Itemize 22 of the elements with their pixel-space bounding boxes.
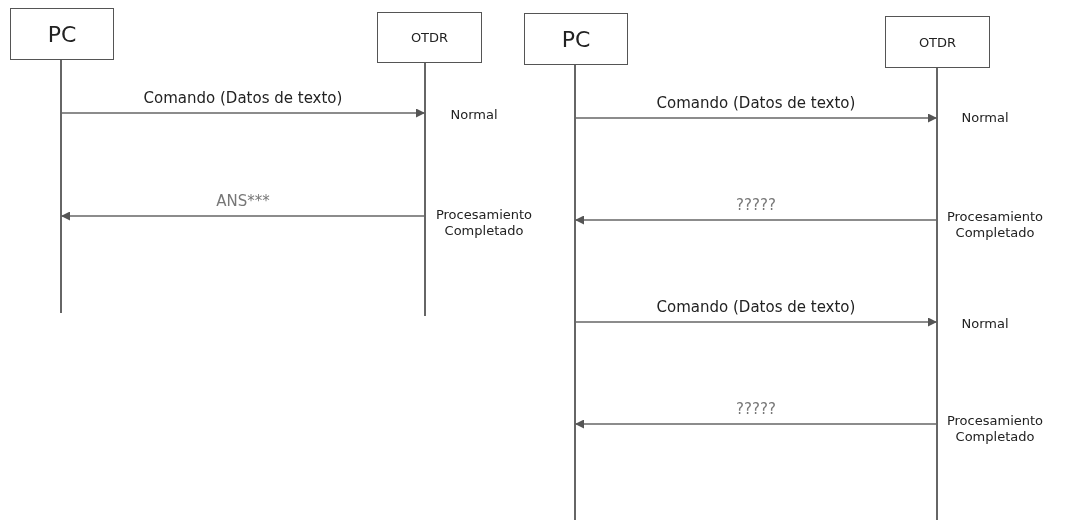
message-label: ????? <box>736 196 776 214</box>
message-arrow <box>574 317 938 327</box>
message-arrow <box>574 113 938 123</box>
message-arrow <box>60 211 426 221</box>
message-arrow <box>574 215 938 225</box>
participant-box: OTDR <box>885 16 990 68</box>
state-note: Procesamiento Completado <box>945 209 1045 241</box>
participant-box: OTDR <box>377 12 482 63</box>
state-note: Normal <box>449 107 499 123</box>
message-label: ANS*** <box>216 192 270 210</box>
message-label: Comando (Datos de texto) <box>656 94 856 112</box>
state-note: Procesamiento Completado <box>434 207 534 239</box>
participant-box: PC <box>524 13 628 65</box>
state-note: Normal <box>960 110 1010 126</box>
state-note: Procesamiento Completado <box>945 413 1045 445</box>
message-label: ????? <box>736 400 776 418</box>
message-label: Comando (Datos de texto) <box>656 298 856 316</box>
participant-box: PC <box>10 8 114 60</box>
message-arrow <box>60 108 426 118</box>
message-label: Comando (Datos de texto) <box>143 89 343 107</box>
state-note: Normal <box>960 316 1010 332</box>
message-arrow <box>574 419 938 429</box>
